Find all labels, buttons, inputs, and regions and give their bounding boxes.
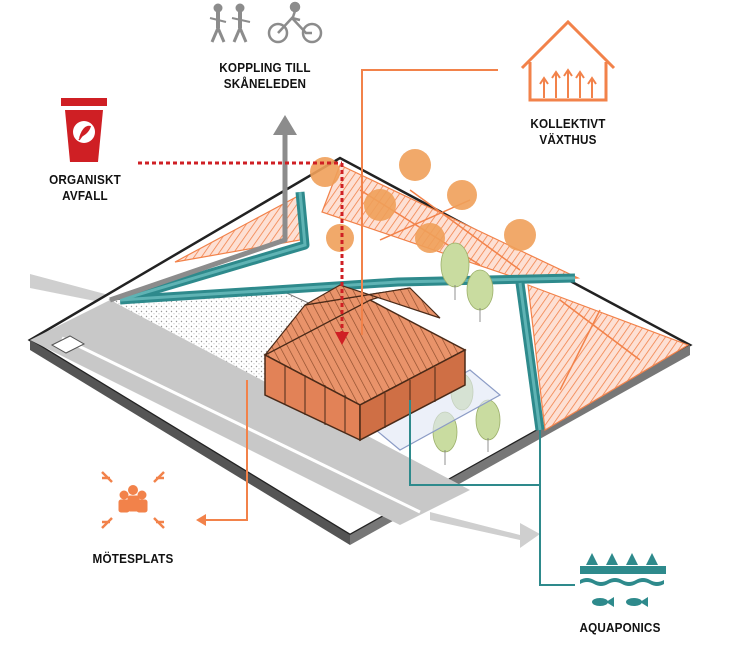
- greenhouse-icon: [520, 19, 616, 102]
- organic-waste-label-line2: AVFALL: [62, 188, 108, 203]
- greenhouse-building: [263, 284, 467, 442]
- aquaponics-label: AQUAPONICS: [579, 620, 661, 635]
- bicycle-icon: [267, 1, 323, 44]
- greenhouse-label: KOLLEKTIVT VÄXTHUS: [505, 116, 631, 148]
- greenhouse-callout-line: [361, 69, 498, 335]
- organic-waste-line: [138, 161, 349, 345]
- meeting-callout-line: [196, 380, 248, 526]
- meeting-place-icon: [101, 471, 165, 529]
- skaneleden-arrow: [273, 115, 297, 135]
- water-channels-inner: [119, 191, 576, 431]
- skaneleden-path: [109, 130, 288, 303]
- greenhouse-label-line1: KOLLEKTIVT: [530, 116, 606, 131]
- hikers-icon: [209, 3, 251, 43]
- skaneleden-label-line1: KOPPLING TILL: [219, 60, 311, 75]
- meeting-place-label: MÖTESPLATS: [92, 551, 174, 566]
- organic-waste-label: ORGANISKT AVFALL: [27, 172, 144, 204]
- aquaponics-icon: [580, 553, 666, 607]
- organic-waste-label-line1: ORGANISKT: [49, 172, 121, 187]
- compost-bin-icon: [61, 98, 107, 162]
- skaneleden-label-line2: SKÅNELEDEN: [223, 76, 307, 91]
- skaneleden-label: KOPPLING TILL SKÅNELEDEN: [202, 60, 328, 92]
- greenhouse-label-line2: VÄXTHUS: [539, 132, 597, 147]
- road: [30, 300, 470, 525]
- orange-trees: [310, 149, 536, 253]
